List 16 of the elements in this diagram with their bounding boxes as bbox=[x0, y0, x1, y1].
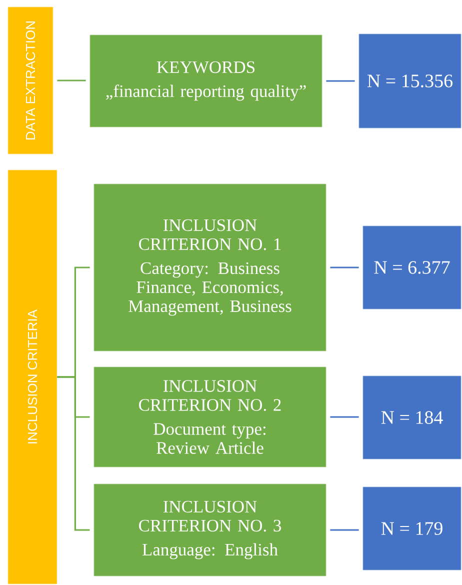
criterion-box: INCLUSION CRITERION NO. 1 Category: Business Finance, Economics, Management, Business bbox=[94, 184, 326, 352]
connector-line bbox=[326, 80, 355, 82]
count-box: N = 6.377 bbox=[362, 226, 462, 310]
count-box: N = 184 bbox=[362, 376, 462, 460]
count-box: N = 15.356 bbox=[358, 34, 462, 128]
criterion-box: KEYWORDS „financial reporting quality” bbox=[90, 34, 322, 128]
count-box: N = 179 bbox=[362, 486, 462, 570]
connector-line bbox=[330, 529, 359, 531]
connector-line bbox=[57, 376, 90, 531]
connector-line bbox=[330, 416, 359, 418]
stage-band: INCLUSION CRITERIA bbox=[8, 170, 58, 584]
connector-line bbox=[57, 80, 86, 82]
stage-band: DATA EXTRACTION bbox=[8, 6, 54, 154]
connector-line bbox=[330, 266, 359, 268]
criterion-box: INCLUSION CRITERION NO. 3 Language: English bbox=[94, 484, 326, 576]
criterion-box: INCLUSION CRITERION NO. 2 Document type: Review Article bbox=[94, 366, 326, 468]
